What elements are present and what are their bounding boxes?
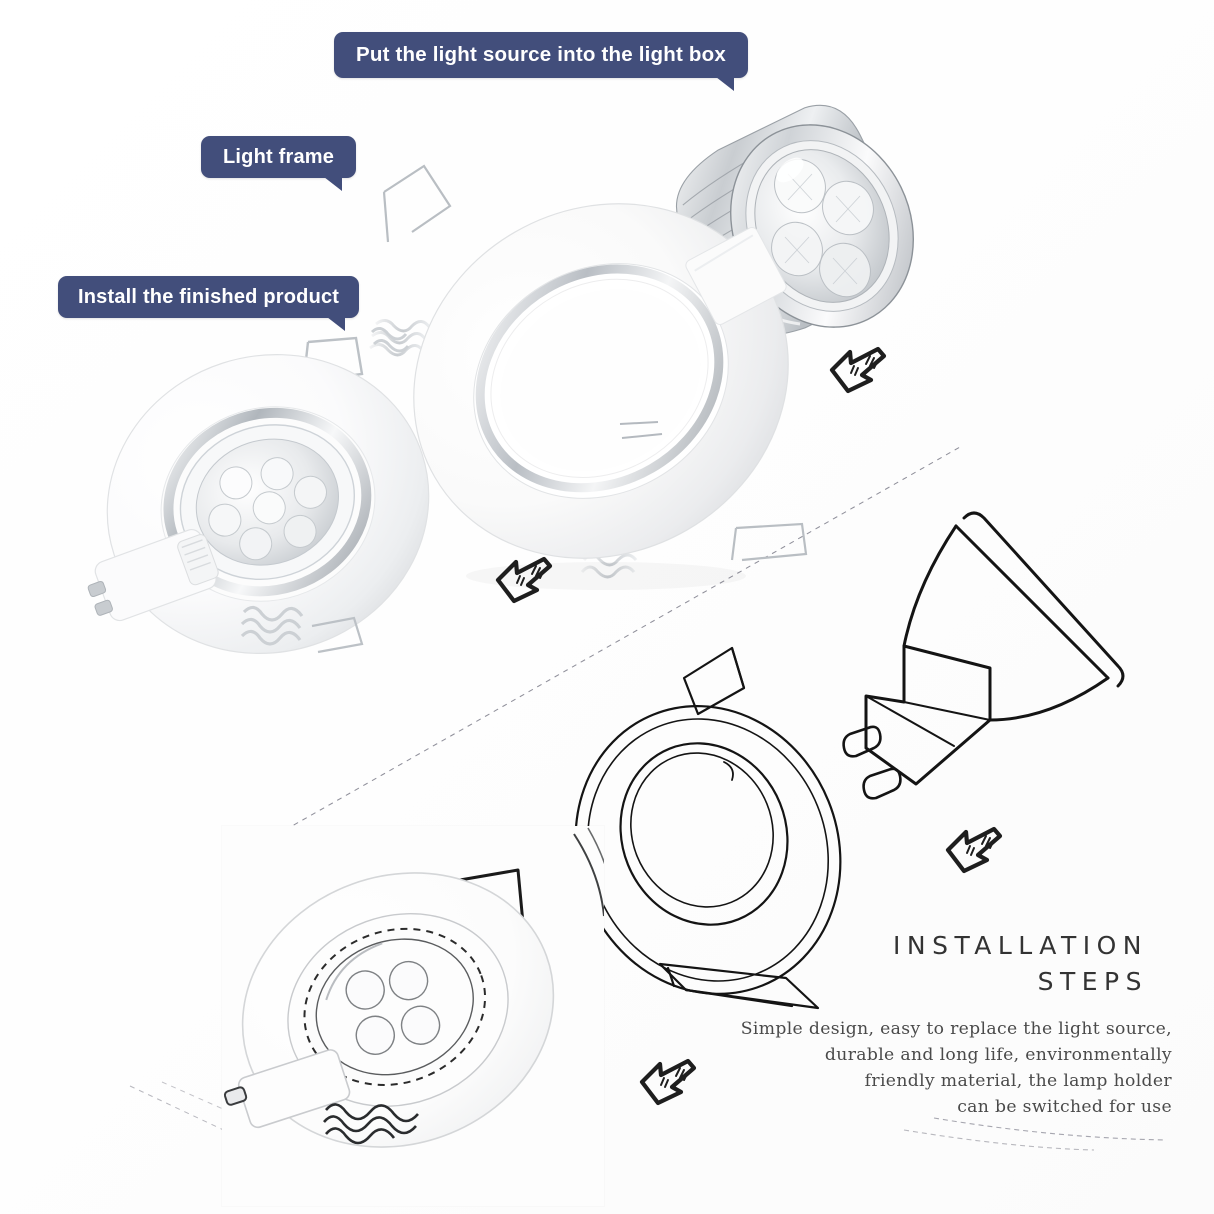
sketch-assembled-graphic: [223, 827, 604, 1148]
callout-put-light-source[interactable]: Put the light source into the light box: [334, 32, 748, 91]
photo-assembled-downlight: [86, 326, 436, 676]
clip-upper-left: [382, 164, 452, 243]
callout-light-frame[interactable]: Light frame: [201, 136, 357, 191]
sketch-spring: [323, 1103, 419, 1145]
installation-steps-heading: INSTALLATION STEPS: [893, 928, 1148, 999]
description-line-2: durable and long life, environmentally: [824, 1045, 1172, 1066]
gu10-lamp-holder: [87, 528, 219, 622]
sketch-gu10-bulb: [836, 496, 1136, 800]
clip-lower-right: [730, 522, 808, 562]
hand-drawn-arrow-down-left-icon: [829, 346, 887, 394]
arrow-sketch-bulb: [942, 824, 1006, 885]
lamp-collar: [685, 227, 787, 325]
assembled-downlight-graphic: [87, 327, 430, 654]
photo-white-light-frame: [366, 156, 826, 606]
clip-lower: [311, 616, 364, 654]
arrow-sketch-ring: [636, 1056, 700, 1117]
description-line-1: Simple design, easy to replace the light…: [740, 1019, 1172, 1039]
callout-label: Light frame: [223, 146, 335, 168]
hand-drawn-arrow-down-left-icon: [495, 556, 553, 604]
arrow-frame: [492, 554, 556, 615]
callout-label: Put the light source into the light box: [356, 42, 726, 66]
callout-install-finished-product[interactable]: Install the finished product: [58, 276, 360, 331]
arrow-bulb: [826, 344, 890, 405]
spring-left: [369, 319, 432, 357]
white-light-frame-graphic: [369, 164, 808, 579]
description-line-4: can be switched for use: [957, 1097, 1172, 1118]
description-text: Simple design, easy to replace the light…: [724, 1016, 1172, 1121]
sketch-gu10-bulb-graphic: [842, 511, 1125, 800]
spring-upper: [370, 327, 410, 353]
spring-lower: [240, 605, 304, 646]
decorative-underline-swoosh: [903, 1117, 1167, 1151]
hand-drawn-arrow-down-left-icon: [945, 826, 1003, 874]
inset-panel-assembled-sketch: [222, 826, 604, 1206]
heading-line-2: STEPS: [1037, 966, 1148, 996]
heading-line-1: INSTALLATION: [893, 931, 1148, 960]
gimbal-bracket: [619, 421, 663, 439]
hand-drawn-arrow-down-left-icon: [639, 1058, 697, 1106]
callout-label: Install the finished product: [78, 286, 340, 308]
description-line-3: friendly material, the lamp holder: [864, 1071, 1172, 1092]
